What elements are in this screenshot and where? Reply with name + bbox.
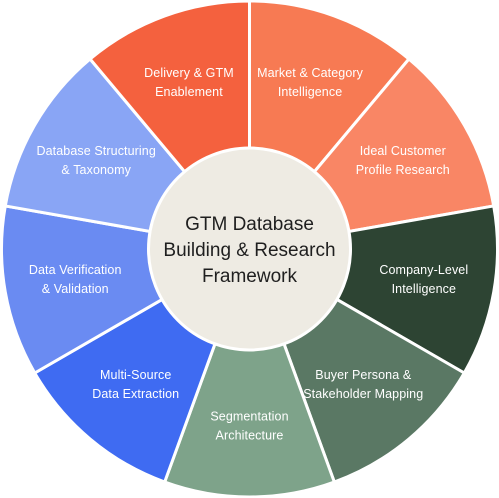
segment-label-line: Architecture — [216, 429, 284, 443]
segment-label-9: Delivery & GTM Enablement — [144, 66, 234, 99]
segment-label-line: Company-Level — [379, 263, 468, 277]
segment-label-line: Multi-Source — [100, 368, 171, 382]
segment-label-line: & Validation — [42, 282, 109, 296]
segment-label-4: Buyer Persona & Stakeholder Mapping — [303, 368, 423, 401]
center-title-line: Building & Research — [163, 240, 335, 261]
center-title-line: Framework — [202, 266, 298, 287]
segment-label-line: Enablement — [155, 85, 223, 99]
segment-label-line: Buyer Persona & — [315, 368, 412, 382]
segment-label-7: Data Verification & Validation — [29, 263, 122, 296]
segment-label-line: Data Verification — [29, 263, 122, 277]
segment-label-line: Database Structuring — [36, 144, 155, 158]
segment-label-line: Ideal Customer — [360, 144, 446, 158]
segment-label-line: Stakeholder Mapping — [303, 387, 423, 401]
segment-label-line: Segmentation — [210, 410, 288, 424]
segment-label-line: Intelligence — [392, 282, 456, 296]
segment-label-line: & Taxonomy — [61, 163, 131, 177]
segment-label-line: Intelligence — [278, 85, 342, 99]
segment-label-8: Database Structuring & Taxonomy — [36, 144, 155, 177]
segment-label-line: Data Extraction — [92, 387, 179, 401]
segment-label-line: Market & Category — [257, 66, 364, 80]
segment-5 — [163, 247, 336, 498]
center-hub — [147, 146, 352, 352]
segment-label-line: Delivery & GTM — [144, 66, 234, 80]
segment-label-line: Profile Research — [356, 163, 450, 177]
center-title-line: GTM Database — [185, 214, 314, 235]
